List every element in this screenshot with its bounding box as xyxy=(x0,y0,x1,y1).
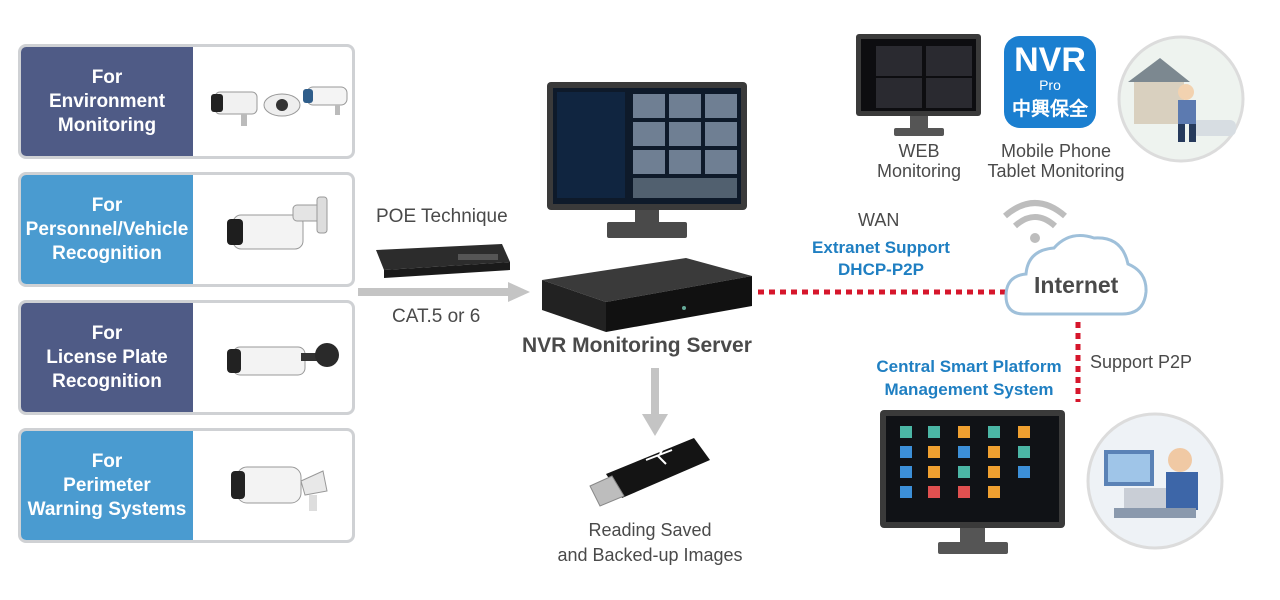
card-environment: For Environment Monitoring xyxy=(18,44,355,159)
app-icon-brand: 中興保全 xyxy=(1011,99,1088,120)
card-label-personnel: For Personnel/Vehicle Recognition xyxy=(21,175,193,284)
poe-switch-icon xyxy=(376,244,510,278)
card-label-license: For License Plate Recognition xyxy=(21,303,193,412)
bullet-camera-icon xyxy=(231,466,328,511)
camera-icon xyxy=(211,86,348,126)
internet-label: Internet xyxy=(1034,272,1119,298)
cloud-icon xyxy=(1004,234,1148,316)
nvr-server-label: NVR Monitoring Server xyxy=(522,334,752,357)
nvr-device-icon xyxy=(542,258,752,332)
card-label-perimeter: For Perimeter Warning Systems xyxy=(21,431,193,540)
card-license-plate: For License Plate Recognition xyxy=(18,300,355,415)
camera-image xyxy=(197,431,352,540)
down-arrow xyxy=(642,368,668,436)
operator-illustration xyxy=(1086,412,1224,550)
web-label: WEB Monitoring xyxy=(876,141,962,181)
nvr-pro-app-icon[interactable]: NVR Pro 中興保全 xyxy=(1004,36,1096,128)
wan-link-line xyxy=(758,289,1006,295)
bullet-camera-icon xyxy=(227,343,339,376)
cms-label: Central Smart Platform Management System xyxy=(876,357,1062,399)
camera-group-image xyxy=(197,47,352,156)
app-icon-subtitle: Pro xyxy=(1039,77,1061,93)
mobile-label: Mobile Phone Tablet Monitoring xyxy=(987,141,1125,181)
usb-label: Reading Saved and Backed-up Images xyxy=(557,520,743,565)
wifi-icon xyxy=(1003,200,1067,243)
cable-arrow xyxy=(358,282,530,302)
p2p-label: Support P2P xyxy=(1090,352,1193,372)
card-personnel-vehicle: For Personnel/Vehicle Recognition xyxy=(18,172,355,287)
camera-image xyxy=(197,303,352,412)
web-monitor-icon xyxy=(856,34,981,136)
cms-monitor-icon xyxy=(880,410,1065,554)
usb-drive-icon xyxy=(589,438,710,507)
wan-label: WAN xyxy=(858,210,900,230)
security-guard-illustration xyxy=(1117,35,1245,163)
card-perimeter: For Perimeter Warning Systems xyxy=(18,428,355,543)
cable-label: CAT.5 or 6 xyxy=(392,306,481,327)
bullet-camera-icon xyxy=(227,196,328,250)
extranet-label: Extranet Support DHCP-P2P xyxy=(812,238,950,279)
app-icon-title: NVR xyxy=(1014,41,1086,79)
poe-label: POE Technique xyxy=(376,206,508,227)
card-label-environment: For Environment Monitoring xyxy=(21,47,193,156)
camera-image xyxy=(197,175,352,284)
monitor-icon xyxy=(547,82,747,238)
p2p-link-line xyxy=(1075,322,1081,402)
